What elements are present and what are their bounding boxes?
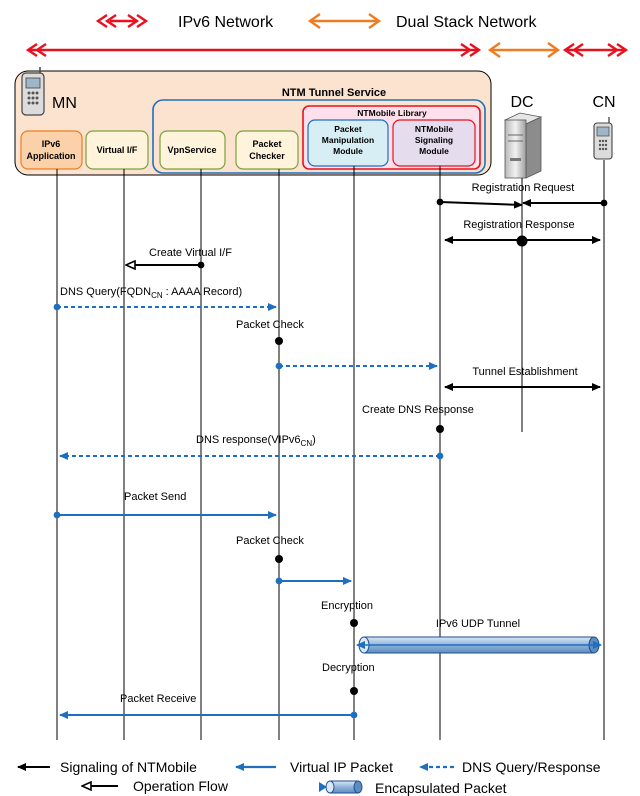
registration-response-label: Registration Response: [463, 219, 574, 231]
packet-manipulation-module-box: [307, 119, 389, 167]
packet-check-2-dot: [275, 555, 283, 563]
ipv6-range-mn: [25, 43, 482, 57]
top-legend: IPv6 Network Dual Stack Network: [95, 13, 537, 31]
ntm-tunnel-service-title: NTM Tunnel Service: [282, 87, 386, 99]
registration-request-label: Registration Request: [472, 182, 575, 194]
dns-query-subscript: CN: [151, 291, 163, 300]
ntmobile-library-title: NTMobile Library: [357, 108, 427, 118]
dual-stack-legend-label: Dual Stack Network: [396, 14, 537, 31]
virtual-if-box: [85, 130, 149, 170]
packet-checker-line2: Checker: [249, 151, 285, 161]
dns-response-label: DNS response(VIPv6CN): [196, 434, 316, 448]
ipv6-application-line2: Application: [27, 151, 76, 161]
signaling-module-line1: NTMobile: [415, 124, 454, 134]
cn-label: CN: [592, 94, 615, 111]
network-range-bar: [25, 42, 629, 58]
dual-stack-range: [487, 42, 561, 58]
registration-request-arrow-dc: [436, 198, 523, 209]
packet-checker-box: [235, 130, 299, 170]
decryption-label: Decryption: [322, 662, 375, 674]
ipv6-network-arrow-icon: [95, 14, 149, 28]
encapsulated-packet-legend-label: Encapsulated Packet: [375, 780, 507, 796]
virtual-if-label: Virtual I/F: [97, 145, 138, 155]
dns-response-suffix: ): [312, 434, 316, 446]
signaling-module-line3: Module: [419, 146, 449, 156]
ipv6-network-legend-label: IPv6 Network: [178, 14, 274, 31]
ntm-tunnel-service-box: [152, 99, 486, 174]
mn-phone-icon: [21, 67, 45, 116]
create-virtual-if-label: Create Virtual I/F: [149, 247, 232, 259]
dns-query-prefix: DNS Query(FQDN: [60, 286, 151, 298]
ipv6-application-box: [20, 130, 83, 170]
encryption-label: Encryption: [321, 600, 373, 612]
create-dns-response-dot: [436, 425, 444, 433]
dns-response-subscript: CN: [301, 439, 313, 448]
decryption-dot: [350, 687, 358, 695]
packet-manipulation-line3: Module: [333, 146, 363, 156]
packet-check-1-dot: [275, 337, 283, 345]
dc-server-icon: [503, 112, 543, 179]
packet-receive-label: Packet Receive: [120, 693, 196, 705]
bottom-legend: Signaling of NTMobile Virtual IP Packet …: [17, 759, 601, 796]
encryption-dot: [350, 619, 358, 627]
ipv6-application-line1: IPv6: [42, 139, 61, 149]
packet-check-2-label: Packet Check: [236, 535, 304, 547]
signaling-module-line2: Signaling: [415, 135, 453, 145]
create-dns-response-label: Create DNS Response: [362, 404, 474, 416]
packet-check-1-label: Packet Check: [236, 319, 304, 331]
ipv6-udp-tunnel-label: IPv6 UDP Tunnel: [436, 618, 520, 630]
dual-stack-arrow-icon: [307, 13, 382, 29]
signaling-legend-label: Signaling of NTMobile: [60, 759, 197, 775]
mn-label: MN: [52, 95, 77, 112]
packet-checker-line1: Packet: [252, 139, 281, 149]
dns-query-suffix: : AAAA Record): [163, 286, 242, 298]
dns-response-prefix: DNS response(VIPv6: [196, 434, 301, 446]
packet-manipulation-line1: Packet: [334, 124, 362, 134]
operation-flow-legend-label: Operation Flow: [133, 778, 229, 794]
ipv6-range-cn: [562, 43, 629, 57]
dns-query-label: DNS Query(FQDNCN : AAAA Record): [60, 286, 242, 300]
dns-legend-label: DNS Query/Response: [462, 759, 601, 775]
virtual-ip-packet-legend-label: Virtual IP Packet: [290, 759, 393, 775]
vpnservice-label: VpnService: [167, 145, 216, 155]
ntmobile-signaling-module-box: [392, 119, 476, 167]
packet-send-label: Packet Send: [124, 491, 186, 503]
registration-response-origin-dot: [516, 235, 528, 247]
packet-manipulation-line2: Manipulation: [322, 135, 374, 145]
dc-label: DC: [510, 94, 533, 111]
tunnel-establishment-label: Tunnel Establishment: [472, 366, 577, 378]
cn-phone-icon: [593, 117, 613, 160]
encapsulated-packet-legend-icon: [319, 780, 363, 794]
vpnservice-box: [159, 130, 226, 170]
